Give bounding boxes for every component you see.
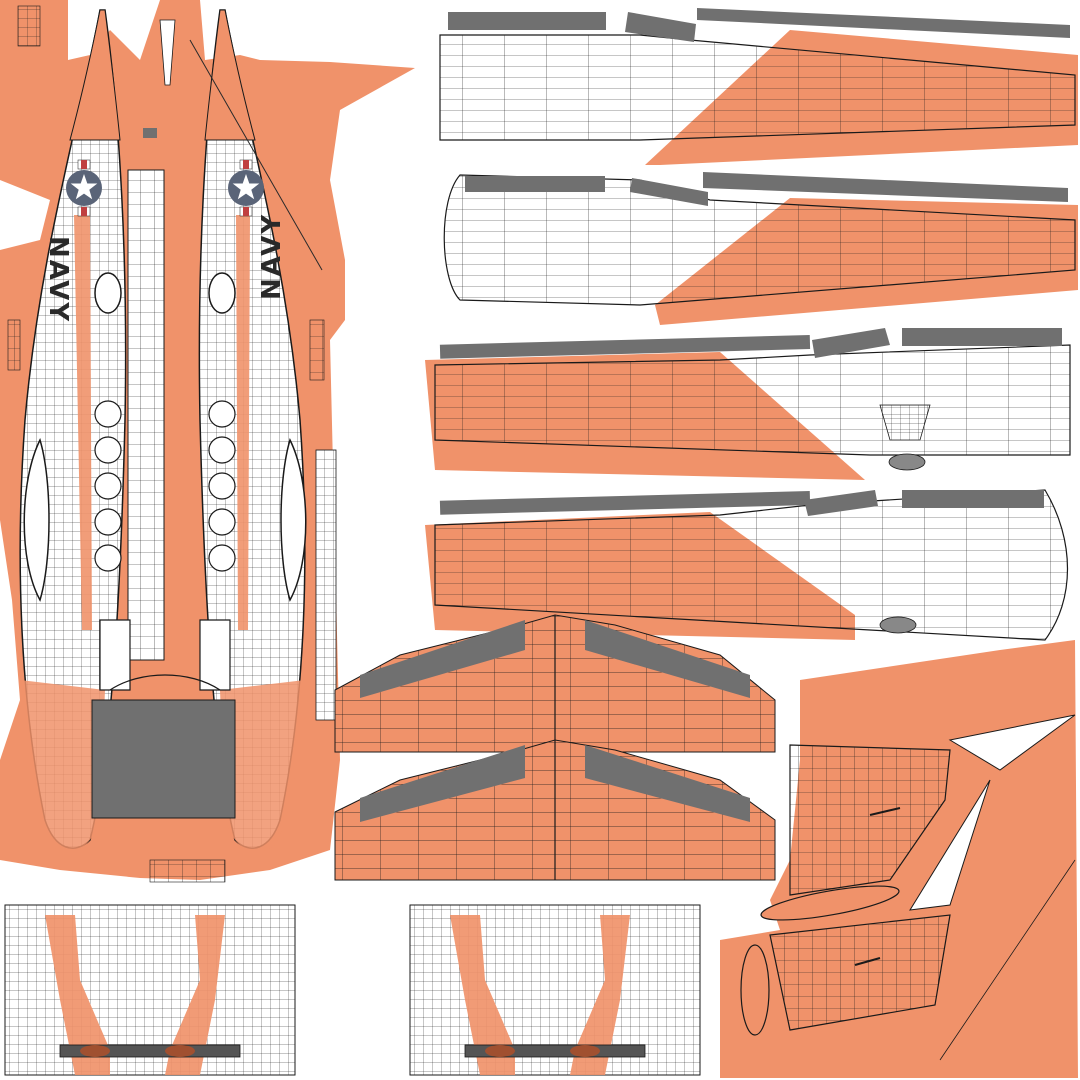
- fuselage-right-tail-paint: [220, 680, 305, 852]
- bay-arch: [109, 674, 221, 691]
- small-strip-bottom: [149, 859, 226, 883]
- elevator-right-upper: [585, 620, 750, 698]
- small-panel: [143, 128, 157, 138]
- fuselage-left-wing-cutout: [23, 437, 50, 602]
- fuselage-left-tail-paint: [20, 680, 105, 852]
- fuselage-right-stripe: [236, 215, 250, 630]
- fuselage-left-mesh: [20, 10, 126, 849]
- vertical-fin-group: [720, 640, 1078, 1078]
- wing-strip-1: [439, 8, 1078, 165]
- stabilizer-upper: [334, 614, 776, 753]
- long-strip-mesh: [316, 450, 336, 720]
- wing-strip-3: [425, 328, 1071, 480]
- fin-strip: [159, 19, 176, 86]
- elevator-right-lower: [585, 745, 750, 822]
- corner-patch: [17, 5, 41, 47]
- fuselage-right-wing-cutout: [280, 437, 307, 602]
- nacelle-unwrap-right: [409, 904, 701, 1076]
- wing-strip-2: [443, 172, 1078, 325]
- gear-doors: [99, 619, 231, 691]
- side-patch-left: [7, 319, 21, 371]
- fuselage-left-stripe: [74, 215, 92, 630]
- flap-panel: [448, 12, 606, 30]
- side-patch-right: [309, 319, 325, 381]
- navy-marking-right: NAVY: [257, 213, 287, 300]
- fuselage-left-hatch: [94, 272, 122, 314]
- nacelle-unwrap-left: [4, 904, 296, 1076]
- elevator-left-lower: [360, 745, 525, 822]
- antenna-wire: [189, 39, 323, 271]
- fuselage-right-hatch: [208, 272, 236, 314]
- fuselage-right-nose: [204, 9, 256, 141]
- cargo-bay-panel: [91, 699, 236, 819]
- belly-strip-mesh: [128, 170, 164, 660]
- fin-tip-upper: [948, 714, 1076, 771]
- stabilizer-lower: [334, 739, 776, 881]
- fuselage-uv-group: NAVY NAVY: [0, 0, 415, 883]
- wing-strip-4: [425, 489, 1068, 641]
- fin-tip-lower: [909, 779, 991, 911]
- fuselage-left-nose: [69, 9, 121, 141]
- elevator-left-upper: [360, 620, 525, 698]
- navy-marking-left: NAVY: [43, 236, 73, 323]
